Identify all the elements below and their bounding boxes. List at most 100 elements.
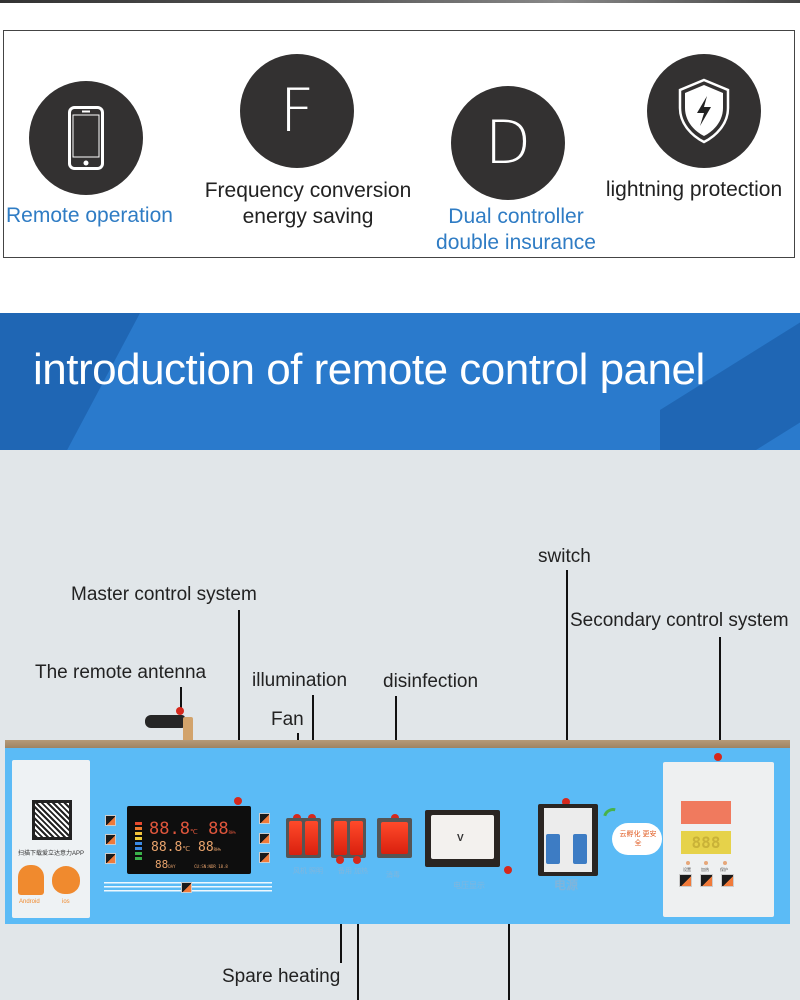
feature-remote-operation-badge bbox=[29, 81, 143, 195]
secondary-display-1 bbox=[681, 801, 731, 824]
level-bar-segment bbox=[135, 832, 142, 835]
panel-top-edge bbox=[5, 740, 790, 749]
android-label: Android bbox=[19, 899, 40, 905]
lcd-row-3: 88DAY CU:SN:NDR 18.8 bbox=[155, 858, 228, 871]
callout-fan: Fan bbox=[271, 709, 304, 730]
feature-label-line: Remote operation bbox=[6, 204, 173, 227]
feature-frequency-conversion-badge: F bbox=[240, 54, 354, 168]
level-bar-segment bbox=[135, 842, 142, 845]
callout-illumination: illumination bbox=[252, 670, 348, 691]
secondary-led-label: 设置 bbox=[683, 867, 691, 872]
qr-code[interactable] bbox=[32, 800, 72, 840]
leader-line-switch bbox=[566, 570, 568, 802]
callout-disinfection: disinfection bbox=[383, 671, 479, 692]
feature-lightning-protection-label: lightning protection bbox=[597, 177, 791, 203]
panel-button[interactable] bbox=[105, 834, 116, 845]
lcd-row-1: 88.8℃ 88RH% bbox=[149, 819, 236, 839]
callout-switch: switch bbox=[538, 546, 591, 567]
illumination-rocker-switch[interactable] bbox=[305, 821, 318, 855]
panel-button[interactable] bbox=[259, 813, 270, 824]
callout-dot bbox=[504, 866, 512, 874]
leader-line-voltmeter bbox=[508, 870, 510, 1000]
app-scan-text: 扫描下载爱立达意力APP bbox=[17, 851, 84, 857]
feature-label-line: double insurance bbox=[436, 231, 596, 254]
level-bar-segment bbox=[135, 847, 142, 850]
breaker-label: 电源 bbox=[554, 878, 579, 892]
secondary-led-label: 保护 bbox=[720, 867, 728, 872]
ios-label: ios bbox=[62, 899, 70, 905]
secondary-button[interactable] bbox=[721, 874, 734, 887]
lcd-unit: RH% bbox=[228, 830, 236, 835]
secondary-led bbox=[723, 861, 727, 865]
disinfection-switch-label: 消毒 bbox=[386, 872, 400, 879]
callout-dot bbox=[336, 856, 344, 864]
breaker-lever[interactable] bbox=[573, 834, 587, 864]
apple-icon[interactable] bbox=[52, 866, 80, 894]
panel-button[interactable] bbox=[105, 815, 116, 826]
lcd-temp-2: 88.8 bbox=[151, 840, 183, 855]
voltmeter-face bbox=[431, 815, 494, 859]
voltmeter-label: 电压显示 bbox=[453, 881, 485, 890]
secondary-led-label: 加热 bbox=[701, 867, 709, 872]
callout-dot bbox=[562, 798, 570, 806]
callout-dot bbox=[176, 707, 184, 715]
section-banner bbox=[0, 313, 800, 450]
feature-frequency-conversion-label: Frequency conversion energy saving bbox=[195, 178, 421, 230]
callout-dot bbox=[353, 856, 361, 864]
panel-button[interactable] bbox=[259, 833, 270, 844]
lcd-humidity-1: 88 bbox=[208, 819, 229, 839]
android-icon[interactable] bbox=[18, 865, 44, 895]
feature-dual-controller-badge: D bbox=[451, 86, 565, 200]
callout-secondary-control-system: Secondary control system bbox=[570, 610, 789, 631]
feature-remote-operation-label: Remote operation bbox=[6, 203, 173, 229]
secondary-button[interactable] bbox=[700, 874, 713, 887]
spare-heating-switch-label: 备用 加热 bbox=[338, 868, 368, 875]
feature-label-line: energy saving bbox=[242, 205, 374, 228]
leader-line-secondary-control bbox=[719, 637, 721, 760]
secondary-led bbox=[704, 861, 708, 865]
lcd-status-text: CU:SN:NDR 18.8 bbox=[194, 864, 228, 869]
antenna-connector bbox=[183, 717, 193, 744]
breaker-lever[interactable] bbox=[546, 834, 560, 864]
panel-button[interactable] bbox=[259, 852, 270, 863]
level-bar-segment bbox=[135, 857, 142, 860]
callout-dot bbox=[714, 753, 722, 761]
feature-label-line: Frequency conversion bbox=[204, 179, 412, 202]
leader-line-antenna bbox=[180, 687, 182, 709]
panel-button[interactable] bbox=[181, 882, 192, 893]
lcd-humidity-2: 88 bbox=[198, 840, 214, 855]
panel-button[interactable] bbox=[105, 853, 116, 864]
callout-master-control-system: Master control system bbox=[71, 584, 257, 605]
level-bar-segment bbox=[135, 837, 142, 840]
remote-antenna bbox=[145, 715, 185, 728]
secondary-button[interactable] bbox=[679, 874, 692, 887]
feature-dual-controller-label: Dual controller double insurance bbox=[428, 204, 604, 256]
level-bar-segment bbox=[135, 822, 142, 825]
leader-line-spare-heating-2 bbox=[357, 860, 359, 1000]
banner-title: introduction of remote control panel bbox=[33, 345, 705, 394]
spare-rocker-switch[interactable] bbox=[334, 821, 347, 855]
feature-label-line: Dual controller bbox=[448, 205, 584, 228]
lightning-shield-icon bbox=[678, 78, 730, 144]
callout-spare-heating: Spare heating bbox=[222, 966, 341, 987]
level-bar-segment bbox=[135, 852, 142, 855]
master-lcd-display: 88.8℃ 88RH% 88.8℃ 88RH% 88DAY CU:SN:NDR … bbox=[127, 806, 251, 874]
level-bar-segment bbox=[135, 827, 142, 830]
smartphone-icon bbox=[68, 106, 104, 170]
secondary-display-2: 888 bbox=[681, 831, 731, 854]
disinfection-rocker-switch[interactable] bbox=[381, 822, 408, 854]
heating-rocker-switch[interactable] bbox=[350, 821, 363, 855]
letter-d-icon: D bbox=[484, 108, 532, 178]
lcd-day-count: 88 bbox=[155, 858, 169, 871]
callout-dot bbox=[234, 797, 242, 805]
lcd-unit: RH% bbox=[213, 847, 221, 852]
secondary-led bbox=[686, 861, 690, 865]
leader-line-master-control bbox=[238, 610, 240, 798]
voltmeter-unit: V bbox=[457, 833, 464, 844]
fan-rocker-switch[interactable] bbox=[289, 821, 302, 855]
feature-label-line: lightning protection bbox=[605, 178, 783, 201]
callout-remote-antenna: The remote antenna bbox=[35, 662, 207, 683]
cloud-text: 云孵化 更安全 bbox=[619, 831, 657, 847]
lcd-unit: ℃ bbox=[182, 845, 191, 853]
